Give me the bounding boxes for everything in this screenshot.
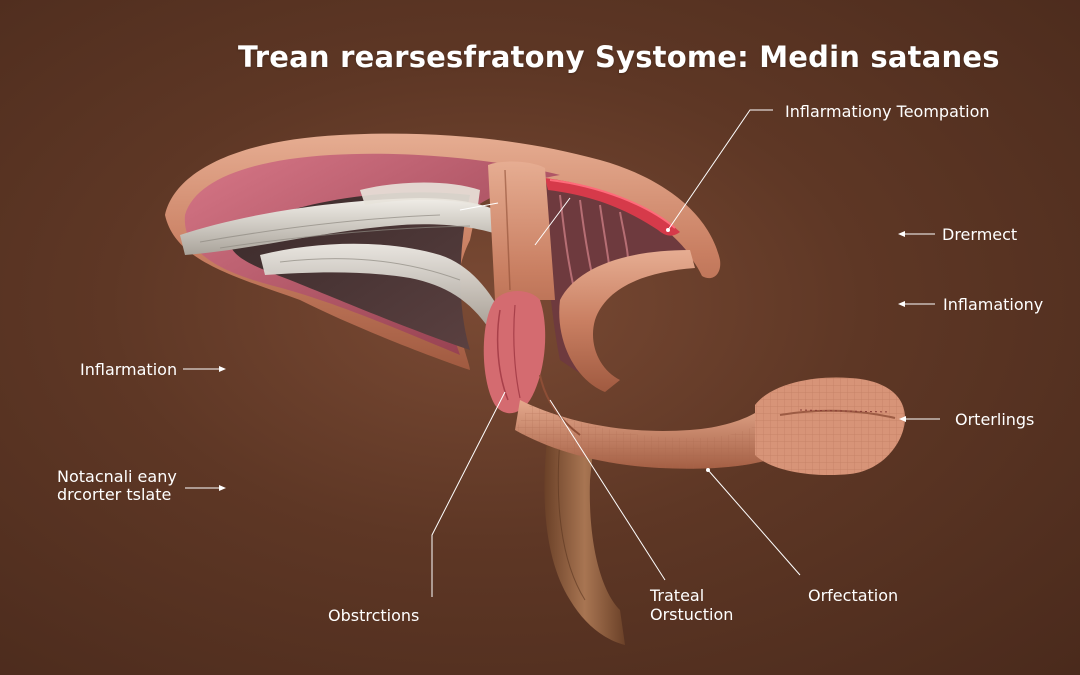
diagram-title: Trean rearsesfratony Systome: Medin sata… <box>238 40 1000 74</box>
nerve-bundle-upper <box>180 198 505 255</box>
nerve-bundle-lower <box>260 243 505 330</box>
label-notacnali-line1: Notacnali eany <box>57 467 177 486</box>
label-inflammatory-temptation: Inflarmationy Teompation <box>785 102 990 121</box>
label-trateal-line2: Orstuction <box>650 605 734 624</box>
label-trateal-line1: Trateal <box>650 586 705 605</box>
lower-stalk <box>544 430 625 645</box>
label-drermect: Drermect <box>942 225 1018 244</box>
label-ortertings: Orterlings <box>955 410 1035 429</box>
label-obstrctions: Obstrctions <box>328 606 420 625</box>
label-orfectation: Orfectation <box>808 586 899 605</box>
label-inflarmation: Inflarmation <box>80 360 178 379</box>
label-notacnali-line2: drcorter tslate <box>57 485 172 504</box>
hook-arm <box>559 250 695 392</box>
inflamed-band <box>545 178 680 236</box>
label-inflamationy: Inflamationy <box>943 295 1044 314</box>
leader-lines <box>183 109 940 597</box>
